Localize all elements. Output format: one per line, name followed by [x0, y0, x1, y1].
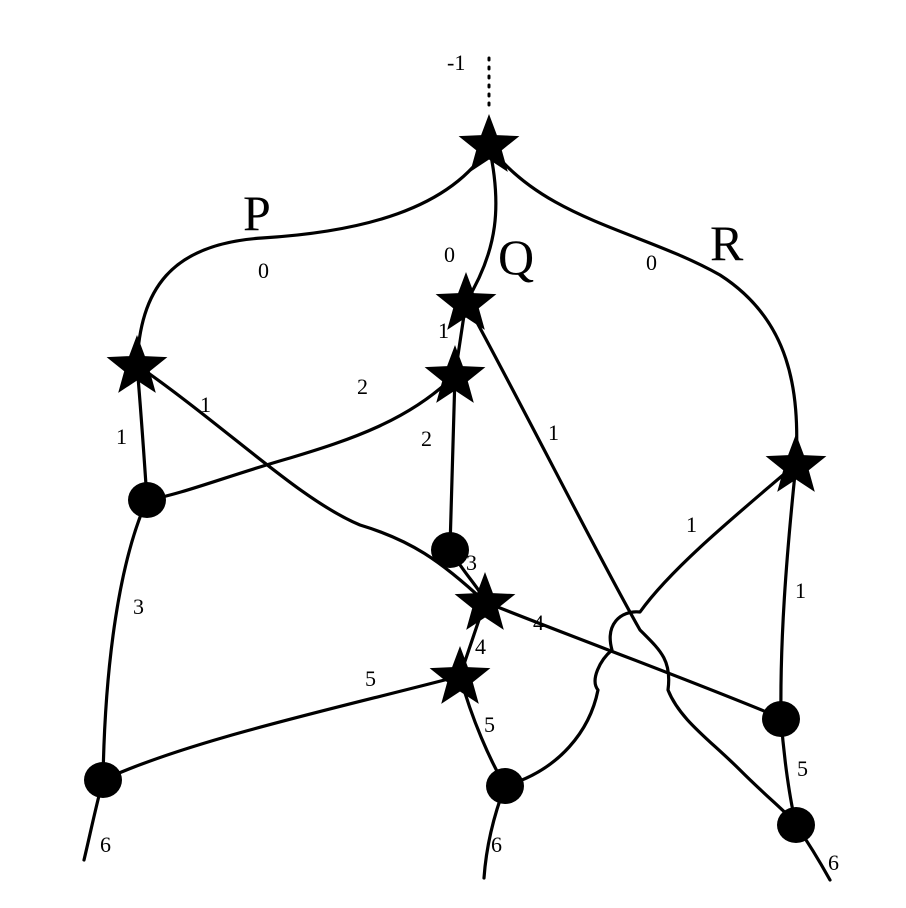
- edge-label-q-top: 0: [444, 242, 455, 267]
- edge-label-right-5: 5: [797, 756, 808, 781]
- edge-q-down: [448, 373, 457, 550]
- edge-label-left-5: 5: [365, 666, 376, 691]
- edge-top-to-q: [464, 144, 498, 304]
- branch-label-r: R: [710, 215, 744, 271]
- circle-node-mid-lower: [486, 768, 524, 804]
- star-node-mid-upper: [454, 572, 516, 630]
- edge-label-top: -1: [447, 50, 465, 75]
- edge-label-p-top: 0: [258, 258, 269, 283]
- edge-label-q-inner: 1: [438, 318, 449, 343]
- circle-node-center: [431, 532, 469, 568]
- edge-labels: -1 0 0 0 1 1 1 2 2 1 1 3 3 4 4 1 5 5 5 6…: [100, 50, 839, 875]
- edge-label-p-left: 1: [116, 424, 127, 449]
- branch-labels: P Q R: [243, 185, 744, 285]
- edge-p-low: [101, 498, 149, 782]
- edge-label-mid-5: 5: [484, 712, 495, 737]
- edges: [82, 56, 832, 882]
- edge-label-r-top: 0: [646, 250, 657, 275]
- edge-label-mid-3: 3: [466, 550, 477, 575]
- star-node-top: [458, 114, 520, 172]
- edge-q-long-right: [464, 300, 798, 827]
- edge-top-to-p: [135, 144, 491, 367]
- edge-label-bottom-right: 6: [828, 850, 839, 875]
- branch-label-p: P: [243, 185, 271, 241]
- circle-node-right-lower: [777, 807, 815, 843]
- edge-left-5: [101, 674, 462, 782]
- edge-label-bottom-mid: 6: [491, 832, 502, 857]
- edge-mid-4b: [483, 600, 783, 720]
- circle-nodes: [84, 482, 815, 843]
- star-node-q: [435, 272, 497, 330]
- circle-node-right-upper: [762, 701, 800, 737]
- star-node-p: [106, 335, 168, 393]
- branch-label-q: Q: [498, 229, 534, 285]
- circle-node-left-lower: [84, 762, 122, 798]
- star-nodes: [106, 114, 827, 704]
- edge-q-cross-to-left: [145, 373, 457, 502]
- star-node-q-inner: [424, 345, 486, 403]
- star-node-mid-lower: [429, 646, 491, 704]
- edge-label-r-down: 1: [795, 578, 806, 603]
- edge-p-cross: [135, 363, 487, 604]
- edge-top-to-r: [487, 144, 799, 466]
- edge-label-mid-4a: 4: [475, 634, 486, 659]
- edge-label-q-long: 1: [548, 420, 559, 445]
- edge-label-p-cross: 1: [200, 392, 211, 417]
- edge-label-r-cross: 1: [686, 512, 697, 537]
- edge-label-p-low: 3: [133, 594, 144, 619]
- edge-label-bottom-left: 6: [100, 832, 111, 857]
- edge-r-cross: [503, 462, 798, 788]
- edge-r-down: [779, 462, 798, 720]
- star-node-r: [765, 434, 827, 492]
- edge-label-mid-4b: 4: [533, 610, 544, 635]
- edge-label-q-cross: 2: [357, 374, 368, 399]
- edge-label-q-down: 2: [421, 426, 432, 451]
- circle-node-left-upper: [128, 482, 166, 518]
